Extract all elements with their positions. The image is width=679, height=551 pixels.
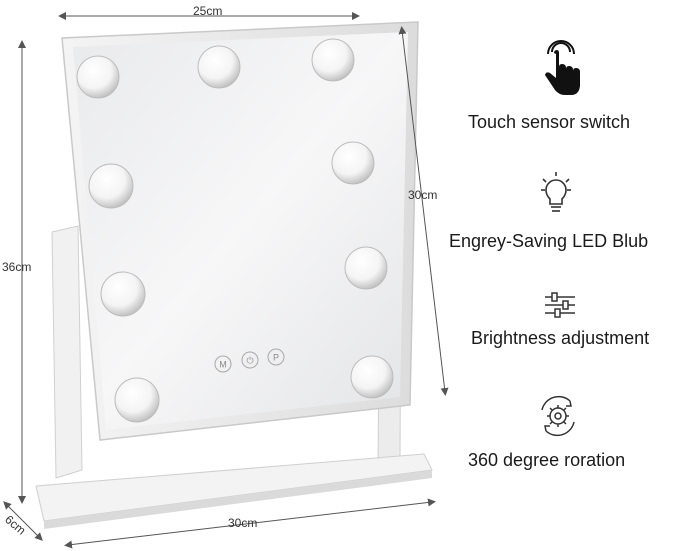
dimension-top-width: 25cm (193, 4, 223, 18)
dimension-base-width: 30cm (228, 516, 258, 530)
feature-label-touch: Touch sensor switch (468, 112, 631, 132)
button-p: P (273, 353, 279, 363)
led-bulb-icon (541, 172, 571, 212)
dimension-total-height: 36cm (2, 260, 32, 274)
touch-hand-icon (545, 40, 580, 95)
button-power: ⏻ (246, 356, 253, 366)
feature-label-rotation: 360 degree roration (468, 450, 626, 470)
dimension-lines (3, 12, 449, 549)
mirror-touch-buttons: M ⏻ P (214, 348, 285, 373)
mirror-frame (61, 21, 419, 441)
dimension-mirror-height: 30cm (408, 188, 438, 202)
rotation-gear-icon (541, 395, 575, 437)
button-m: M (219, 360, 227, 370)
bulbs (76, 38, 394, 423)
slider-adjust-icon (545, 292, 575, 318)
feature-label-brightness: Brightness adjustment (471, 328, 650, 348)
feature-label-led: Engrey-Saving LED Blub (449, 231, 649, 251)
